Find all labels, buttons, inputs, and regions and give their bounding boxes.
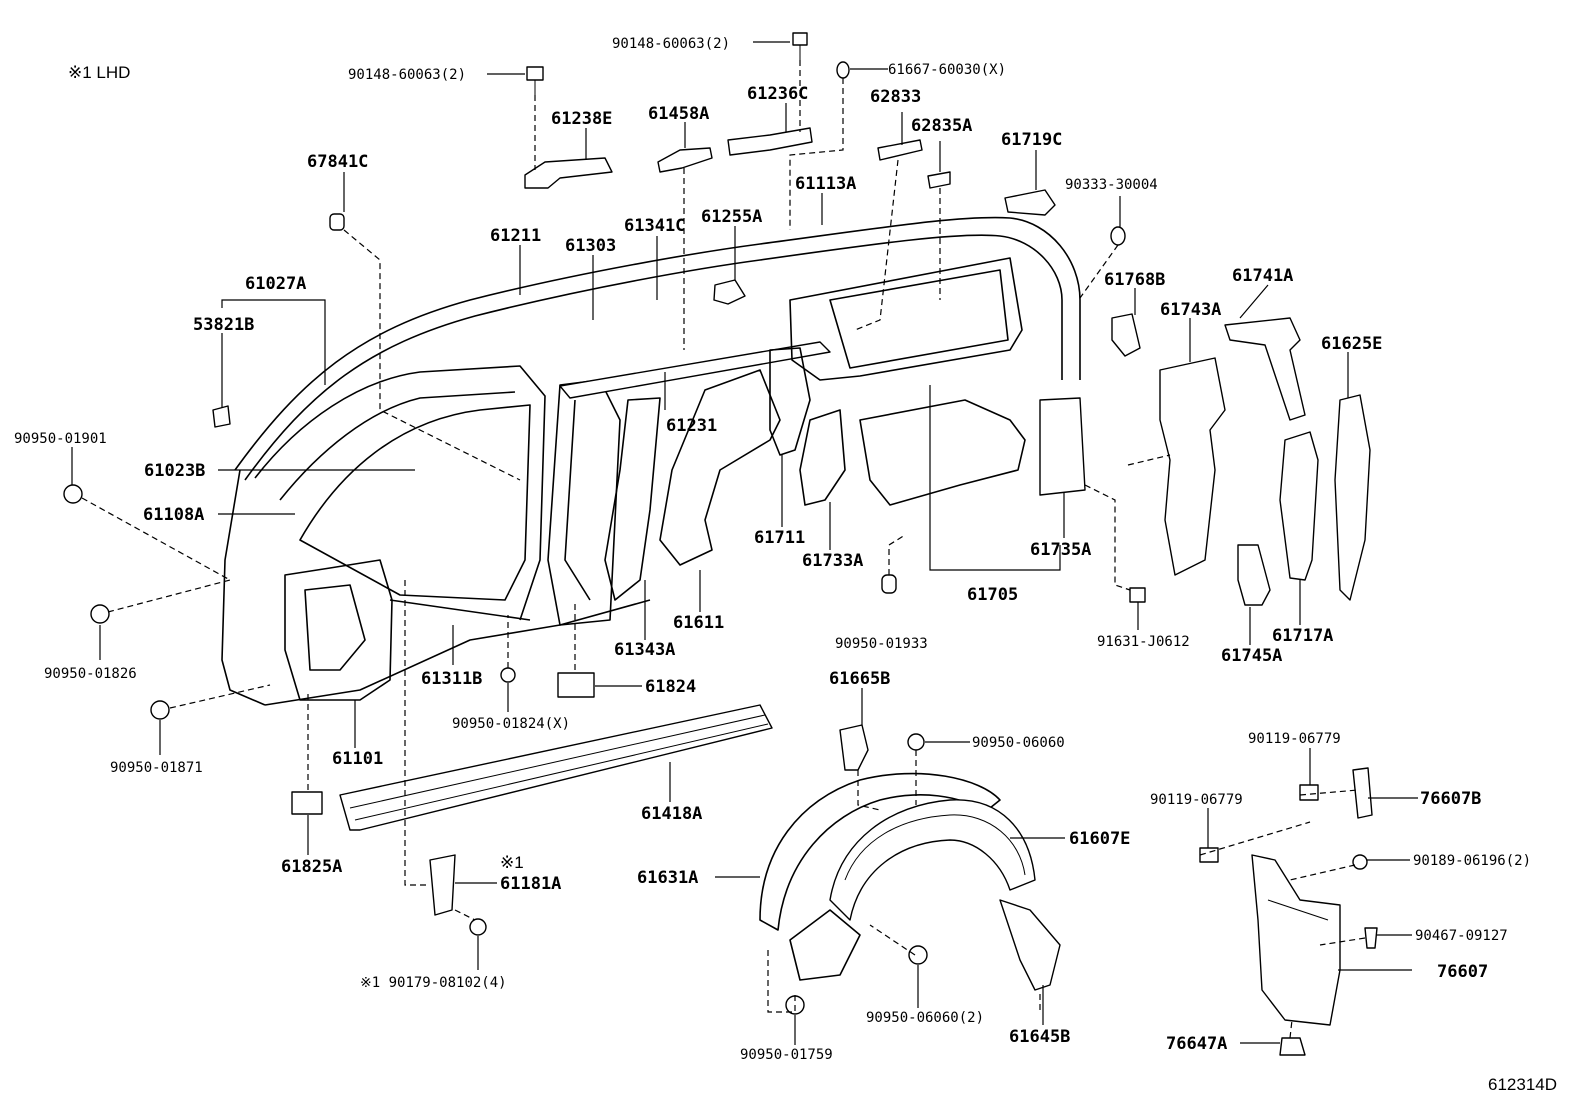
callout-labels: 61667-60030(X) 90148-60063(2) 90148-6006… xyxy=(14,36,1531,1063)
callout-61711: 61711 xyxy=(754,528,805,548)
callout-90148-60063-top: 90148-60063(2) xyxy=(612,36,730,52)
callout-61181A: 61181A xyxy=(500,874,561,894)
callout-67841C: 67841C xyxy=(307,152,368,172)
callout-61303: 61303 xyxy=(565,236,616,256)
small-parts xyxy=(63,32,1378,1056)
callout-61108A: 61108A xyxy=(143,505,204,525)
callout-61113A: 61113A xyxy=(795,174,856,194)
callout-90950-01933: 90950-01933 xyxy=(835,636,928,652)
wheel-housing xyxy=(759,772,1061,991)
callout-61824: 61824 xyxy=(645,677,696,697)
lhd-note: ※1 LHD xyxy=(68,63,130,82)
callout-61745A: 61745A xyxy=(1221,646,1282,666)
callout-90950-06060: 90950-06060 xyxy=(972,735,1065,751)
callout-90950-01871: 90950-01871 xyxy=(110,760,203,776)
callout-62833: 62833 xyxy=(870,87,921,107)
callout-61825A: 61825A xyxy=(281,857,342,877)
callout-61741A: 61741A xyxy=(1232,266,1293,286)
callout-76607B: 76607B xyxy=(1420,789,1481,809)
callout-61311B: 61311B xyxy=(421,669,482,689)
callout-61645B: 61645B xyxy=(1009,1027,1070,1047)
callout-90950-01824: 90950-01824(X) xyxy=(452,716,570,732)
callout-90950-01901: 90950-01901 xyxy=(14,431,107,447)
callout-61343A: 61343A xyxy=(614,640,675,660)
callout-61743A: 61743A xyxy=(1160,300,1221,320)
callout-61458A: 61458A xyxy=(648,104,709,124)
callout-76607: 76607 xyxy=(1437,962,1488,982)
callout-61705: 61705 xyxy=(967,585,1018,605)
callout-61607E: 61607E xyxy=(1069,829,1130,849)
callout-62835A: 62835A xyxy=(911,116,972,136)
callout-61231: 61231 xyxy=(666,416,717,436)
callout-61625E: 61625E xyxy=(1321,334,1382,354)
callout-90119-06779-b: 90119-06779 xyxy=(1150,792,1243,808)
callout-61236C: 61236C xyxy=(747,84,808,104)
callout-90467-09127: 90467-09127 xyxy=(1415,928,1508,944)
callout-90189-06196: 90189-06196(2) xyxy=(1413,853,1531,869)
callout-61611: 61611 xyxy=(673,613,724,633)
mudflap-76607 xyxy=(1251,767,1373,1026)
callout-90119-06779-a: 90119-06779 xyxy=(1248,731,1341,747)
callout-61735A: 61735A xyxy=(1030,540,1091,560)
rocker-panel-61418A xyxy=(339,704,773,831)
callout-90333-30004: 90333-30004 xyxy=(1065,177,1158,193)
callout-61768B: 61768B xyxy=(1104,270,1165,290)
callout-53821B: 53821B xyxy=(193,315,254,335)
callout-90179-08102: ※1 90179-08102(4) xyxy=(360,975,507,991)
callout-76647A: 76647A xyxy=(1166,1034,1227,1054)
leader-lines xyxy=(71,41,1418,1045)
callout-91631-J0612: 91631-J0612 xyxy=(1097,634,1190,650)
callout-61341C: 61341C xyxy=(624,216,685,236)
callout-90148-60063-left: 90148-60063(2) xyxy=(348,67,466,83)
callout-90950-06060-2: 90950-06060(2) xyxy=(866,1010,984,1026)
callout-61238E: 61238E xyxy=(551,109,612,129)
callout-note1: ※1 xyxy=(500,853,524,872)
callout-61023B: 61023B xyxy=(144,461,205,481)
callout-61719C: 61719C xyxy=(1001,130,1062,150)
callout-61418A: 61418A xyxy=(641,804,702,824)
callout-90950-01826: 90950-01826 xyxy=(44,666,137,682)
illustration-id: 612314D xyxy=(1488,1075,1557,1094)
callout-61667-60030: 61667-60030(X) xyxy=(888,62,1006,78)
callout-61255A: 61255A xyxy=(701,207,762,227)
callout-61027A: 61027A xyxy=(245,274,306,294)
callout-61101: 61101 xyxy=(332,749,383,769)
callout-61211: 61211 xyxy=(490,226,541,246)
callout-61717A: 61717A xyxy=(1272,626,1333,646)
callout-61631A: 61631A xyxy=(637,868,698,888)
dashed-lines xyxy=(81,60,1366,1039)
callout-61665B: 61665B xyxy=(829,669,890,689)
callout-90950-01759: 90950-01759 xyxy=(740,1047,833,1063)
side-panel-outer xyxy=(221,216,1371,706)
callout-61733A: 61733A xyxy=(802,551,863,571)
